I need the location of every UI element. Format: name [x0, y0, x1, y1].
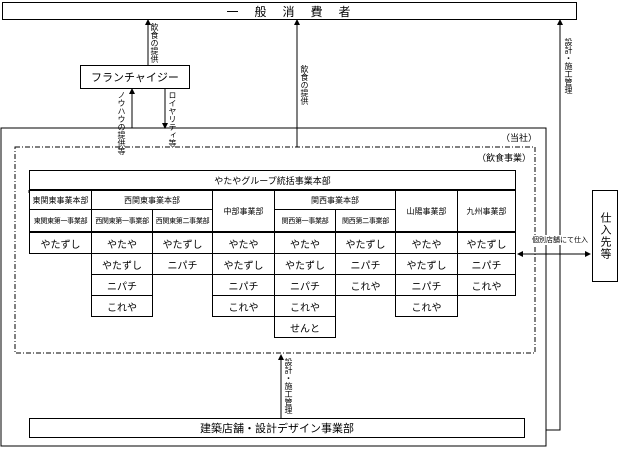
store-cell: ニパチ: [212, 274, 275, 296]
supplier-box: 仕入先等: [592, 190, 618, 282]
food-business-label: （飲食事業）: [477, 154, 532, 164]
region-label: 関西事業本部: [311, 195, 359, 205]
store-cell: これや: [212, 295, 275, 317]
company-frame: [0, 127, 547, 447]
store-cell: やたや: [212, 232, 275, 254]
store-cell: ニパチ: [152, 253, 213, 275]
dept-east-kanto-1: 東関東第一事業部: [29, 209, 92, 232]
store-cell: これや: [274, 295, 336, 317]
region-kansai: 関西事業本部: [274, 190, 396, 210]
dept-west-kanto-1: 西関東第一事業部: [91, 209, 153, 232]
store-cell: やたずし: [91, 253, 153, 275]
region-east-kanto: 東関東事業本部: [29, 190, 92, 210]
company-label: （当社）: [501, 134, 538, 144]
arrow-design-top: [546, 19, 563, 431]
store-cell: ニパチ: [395, 274, 458, 296]
region-label: 西関東事業本部: [124, 195, 180, 205]
knowhow-label: ノウハウの提供等: [117, 91, 126, 155]
store-cell: やたや: [274, 232, 336, 254]
region-west-kanto: 西関東事業本部: [91, 190, 213, 210]
dept-label: 東関東第一事業部: [33, 216, 88, 225]
dept-label: 西関東第一事業部: [95, 216, 149, 225]
store-cell: やたずし: [335, 232, 396, 254]
store-cell: これや: [91, 295, 153, 317]
store-cell: やたずし: [29, 232, 92, 254]
dept-label: 関西第一事業部: [281, 216, 329, 225]
dept-west-kanto-2: 西関東第二事業部: [152, 209, 213, 232]
food-business-frame: [14, 146, 536, 354]
food-supply-label-2: 飲食の提供: [300, 65, 309, 105]
store-cell: これや: [457, 274, 516, 296]
store-cell: やたずし: [457, 232, 516, 254]
design-dept-label: 建築店舗・設計デザイン事業部: [200, 422, 354, 435]
store-cell: やたずし: [274, 253, 336, 275]
store-cell: せんと: [274, 316, 336, 338]
store-cell: ニパチ: [335, 253, 396, 275]
store-cell: やたや: [91, 232, 153, 254]
store-cell: やたずし: [212, 253, 275, 275]
store-cell: やたずし: [152, 232, 213, 254]
franchisee-box: フランチャイジー: [80, 65, 190, 89]
store-cell: ニパチ: [91, 274, 153, 296]
hq-label: やたやグループ統括事業本部: [214, 176, 331, 187]
food-supply-label-1: 飲食の提供: [150, 23, 159, 63]
dept-label: 西関東第二事業部: [155, 216, 210, 225]
consumers-label: 一 般 消 費 者: [226, 4, 353, 19]
region-label: 中部事業部: [223, 206, 264, 216]
dept-kansai-2: 関西第二事業部: [335, 209, 396, 232]
region-label: 東関東事業本部: [32, 195, 89, 205]
region-label: 山陽事業部: [406, 206, 447, 216]
design-label-bottom: 設計・施工管理: [284, 358, 293, 414]
hq-box: やたやグループ統括事業本部: [29, 170, 516, 190]
dept-kansai-1: 関西第一事業部: [274, 209, 336, 232]
design-label-top: 設計・施工管理: [564, 38, 573, 94]
design-dept-box: 建築店舗・設計デザイン事業部: [29, 418, 525, 438]
dept-label: 関西第二事業部: [342, 216, 389, 225]
store-cell: ニパチ: [274, 274, 336, 296]
store-cell: やたや: [395, 232, 458, 254]
store-cell: ニパチ: [457, 253, 516, 275]
consumers-box: 一 般 消 費 者: [2, 2, 577, 20]
region-sanyo: 山陽事業部: [395, 190, 458, 232]
store-cell: これや: [395, 295, 458, 317]
region-chubu: 中部事業部: [212, 190, 275, 232]
purchase-label: 個別店舗にて仕入: [531, 235, 589, 245]
region-label: 九州事業部: [466, 206, 507, 216]
supplier-label: 仕入先等: [599, 212, 612, 260]
store-cell: やたずし: [395, 253, 458, 275]
franchisee-label: フランチャイジー: [91, 71, 179, 84]
royalty-label: ロイヤリティ等: [168, 91, 177, 147]
store-cell: これや: [335, 274, 396, 296]
region-kyushu: 九州事業部: [457, 190, 516, 232]
